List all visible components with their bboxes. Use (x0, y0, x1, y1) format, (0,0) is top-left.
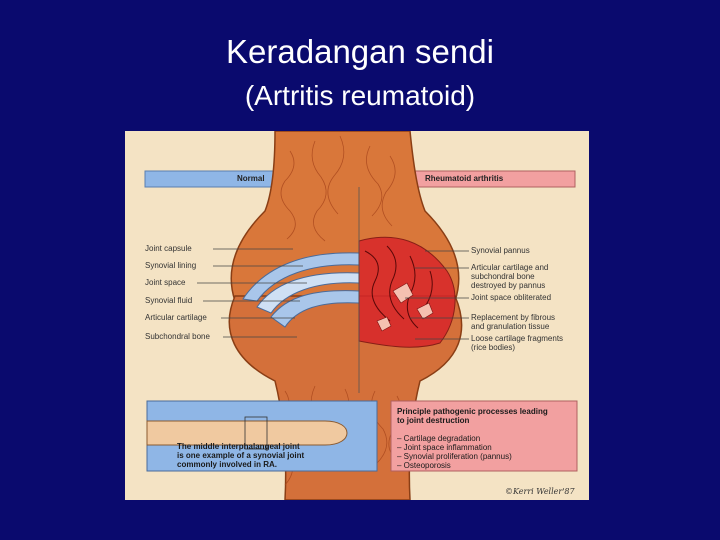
label-fibrous-replacement-1: Replacement by fibrous (471, 313, 556, 322)
label-rice-bodies-1: Loose cartilage fragments (471, 334, 564, 343)
joint-illustration: Normal Rheumatoid arthritis Joint capsul… (125, 131, 589, 500)
process-item-2: – Joint space inflammation (397, 443, 492, 452)
process-title-line-1: Principle pathogenic processes leading (397, 407, 548, 416)
finger-illustration (146, 420, 348, 446)
slide-title: Keradangan sendi (226, 33, 494, 70)
process-item-3: – Synovial proliferation (pannus) (397, 452, 512, 461)
process-item-1: – Cartilage degradation (397, 434, 481, 443)
process-item-4: – Osteoporosis (397, 461, 451, 470)
label-cartilage-destroyed-2: subchondral bone (471, 272, 535, 281)
label-joint-capsule: Joint capsule (145, 244, 192, 253)
label-synovial-pannus: Synovial pannus (471, 246, 530, 255)
label-fibrous-replacement-2: and granulation tissue (471, 322, 550, 331)
inset-caption-line-1: The middle interphalangeal joint (177, 442, 300, 451)
slide-subtitle: (Artritis reumatoid) (244, 80, 476, 111)
header-normal-label: Normal (237, 174, 265, 183)
label-articular-cartilage: Articular cartilage (145, 313, 207, 322)
label-joint-space-obliterated: Joint space obliterated (471, 293, 552, 302)
label-subchondral-bone: Subchondral bone (145, 332, 210, 341)
process-title-line-2: to joint destruction (397, 416, 470, 425)
label-rice-bodies-2: (rice bodies) (471, 343, 516, 352)
inset-caption-line-3: commonly involved in RA. (177, 460, 278, 469)
synovial-pannus (358, 236, 456, 348)
inset-caption-line-2: is one example of a synovial joint (177, 451, 305, 460)
label-cartilage-destroyed-3: destroyed by pannus (471, 281, 546, 290)
label-joint-space: Joint space (145, 278, 186, 287)
label-synovial-lining: Synovial lining (145, 261, 197, 270)
header-ra-label: Rheumatoid arthritis (425, 174, 504, 183)
right-leader-lines (405, 250, 469, 340)
process-panel (390, 400, 578, 472)
artist-signature: ©Kerri Weller'87 (505, 487, 575, 496)
joint-highlight-box (244, 416, 268, 450)
label-synovial-fluid: Synovial fluid (145, 296, 193, 305)
left-leader-lines (197, 248, 307, 338)
label-cartilage-destroyed-1: Articular cartilage and (471, 263, 549, 272)
joint-diagram-svg (125, 131, 589, 500)
